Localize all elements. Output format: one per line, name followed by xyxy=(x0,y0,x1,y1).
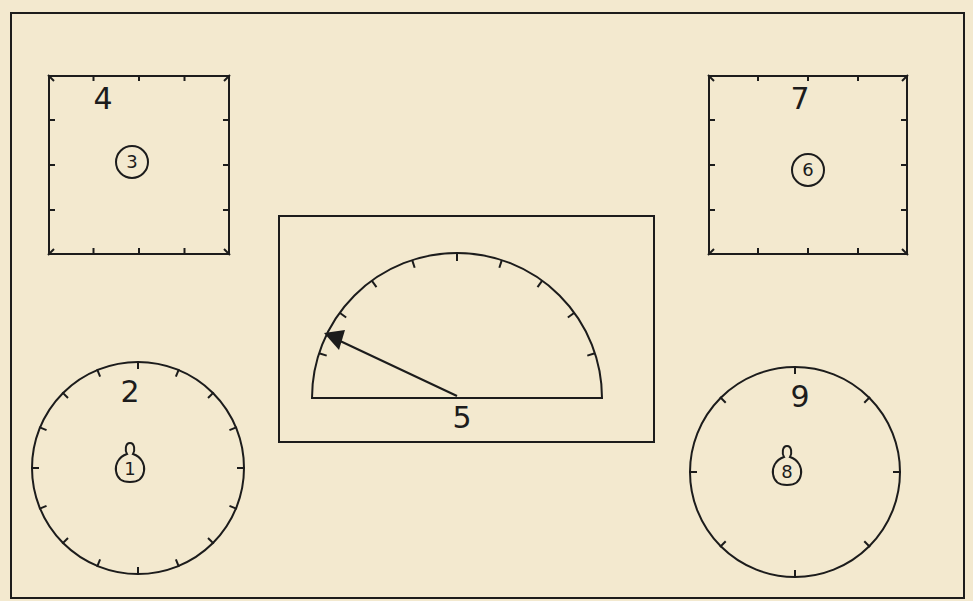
gauge-number: 5 xyxy=(452,403,471,433)
gauge-number: 9 xyxy=(790,382,809,412)
scale-tick xyxy=(412,260,414,268)
callout-number: 1 xyxy=(124,460,135,478)
circle-outline xyxy=(792,154,824,186)
pear-outline xyxy=(116,443,144,482)
dial-panel: 5 xyxy=(278,215,655,443)
callout-number: 3 xyxy=(126,153,137,171)
circled-number: 6 xyxy=(791,153,825,187)
scale-ticks xyxy=(31,75,908,578)
scale-tick xyxy=(568,313,574,318)
scale-tick xyxy=(340,313,346,318)
round-gauge: 98 xyxy=(689,366,901,578)
circle-outline xyxy=(116,146,148,178)
semicircle-dial xyxy=(312,253,602,398)
gauge-needle xyxy=(338,340,457,396)
pear-outline xyxy=(773,446,801,485)
scale-tick xyxy=(456,253,458,261)
circle-outline xyxy=(690,367,900,577)
scale-tick xyxy=(499,260,501,268)
circle-outline xyxy=(32,362,244,574)
scale-tick xyxy=(587,353,595,355)
scale-tick xyxy=(538,281,543,287)
square-gauge: 76 xyxy=(708,75,908,255)
round-gauge: 21 xyxy=(31,361,245,575)
panel-frame xyxy=(11,13,964,598)
scale-tick xyxy=(319,353,327,355)
circled-number: 3 xyxy=(115,145,149,179)
gauge-number: 2 xyxy=(120,377,139,407)
square-gauge: 43 xyxy=(48,75,230,255)
scale-tick xyxy=(372,281,377,287)
needle-arrowhead xyxy=(324,330,345,350)
callout-number: 6 xyxy=(802,161,813,179)
callout-number: 8 xyxy=(781,463,792,481)
knob-label: 1 xyxy=(113,441,147,483)
gauge-number: 7 xyxy=(790,84,809,114)
gauge-number: 4 xyxy=(93,84,112,114)
knob-label: 8 xyxy=(770,444,804,486)
